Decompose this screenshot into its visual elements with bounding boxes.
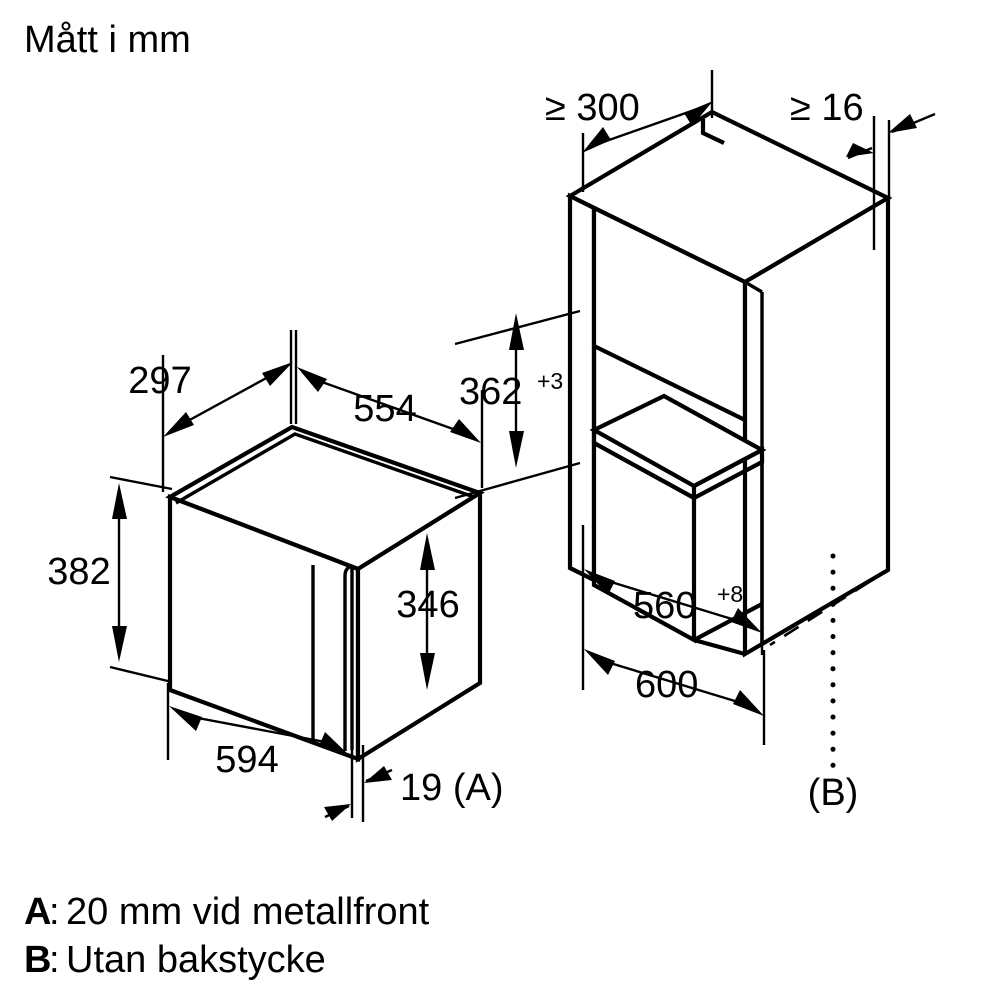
dim-594-label: 594 xyxy=(215,739,278,781)
legend-item-b-separator: : xyxy=(49,939,60,981)
dim-600: 600 xyxy=(581,596,766,745)
legend-item-b: B : Utan bakstycke xyxy=(24,939,326,981)
cabinet-lower-front xyxy=(594,443,694,640)
appliance-side-face xyxy=(358,493,480,759)
dim-554-arrowhead-left xyxy=(297,367,327,392)
legend-item-a: A : 20 mm vid metallfront xyxy=(24,891,430,933)
dim-382-arrowhead-bottom xyxy=(112,626,127,662)
dim-600-arrowhead-left xyxy=(584,649,615,675)
dim-297-arrowhead-left xyxy=(163,412,194,437)
ref-b-label: (B) xyxy=(808,772,859,814)
dim-560-line xyxy=(597,576,746,625)
cabinet-right-panel-outline xyxy=(742,194,891,658)
dim-382-ext-top xyxy=(109,475,173,491)
legend-item-a-separator: : xyxy=(49,891,60,933)
cabinet-drawing: ≥ 300 ≥ 16 362 +3 xyxy=(454,70,936,814)
dim-297-line xyxy=(174,368,282,430)
appliance-top-inner-edge xyxy=(175,432,475,505)
cabinet-top-panel-notch xyxy=(700,119,725,145)
dim-382-arrowhead-top xyxy=(112,483,127,519)
cabinet-top-panel-face xyxy=(570,112,888,282)
legend-item-b-text: Utan bakstycke xyxy=(66,939,326,981)
legend-item-b-key: B xyxy=(24,939,51,981)
cabinet-right-panel-top-edge xyxy=(744,280,763,294)
cabinet-bottom-diagonal xyxy=(693,602,763,642)
dim-594-arrowhead-left xyxy=(169,706,202,731)
appliance-door-corner-radius xyxy=(343,564,354,577)
cabinet-right-panel-face xyxy=(745,198,888,654)
dim-554-arrowhead-right xyxy=(450,419,481,443)
dim-362: 362 +3 xyxy=(454,309,581,500)
dim-382-ext-bottom xyxy=(109,665,173,684)
dim-560: 560 +8 xyxy=(581,525,764,655)
dim-554-line xyxy=(307,375,468,436)
dim-346: 346 xyxy=(396,533,460,690)
dim-594-line xyxy=(181,713,337,746)
dim-min16-arrowhead-right xyxy=(888,114,917,133)
cabinet-shelf-under-edge xyxy=(693,460,763,500)
dim-554: 554 xyxy=(294,330,484,488)
dim-297-arrowhead-right xyxy=(262,362,293,386)
dim-362-ext-bottom xyxy=(454,461,581,500)
dim-297-label: 297 xyxy=(128,360,191,402)
page-title: Mått i mm xyxy=(24,19,191,61)
dim-600-label: 600 xyxy=(635,664,698,706)
dim-560-tolerance: +8 xyxy=(717,581,743,607)
cabinet-shelf-top-face xyxy=(594,396,762,486)
dim-346-label: 346 xyxy=(396,584,459,626)
dim-min300-label: ≥ 300 xyxy=(545,87,640,129)
ref-b: (B) xyxy=(808,553,859,814)
dim-min300-arrowhead-left xyxy=(582,127,611,153)
dim-600-arrowhead-right xyxy=(733,690,764,716)
dim-min300-arrowhead-right xyxy=(684,101,713,126)
dim-min16-arrowhead-left xyxy=(846,143,874,157)
appliance-front-face xyxy=(170,497,358,759)
dim-560-arrowhead-right xyxy=(731,608,762,633)
legend-item-a-text: 20 mm vid metallfront xyxy=(66,891,430,933)
dim-594: 594 xyxy=(166,683,352,781)
dim-594-arrowhead-right xyxy=(319,732,352,758)
dim-19a: 19 (A) xyxy=(324,742,503,822)
dim-600-line xyxy=(596,657,749,707)
dim-19a-label: 19 (A) xyxy=(400,767,503,809)
appliance-side-outline xyxy=(355,489,483,763)
dim-362-tolerance: +3 xyxy=(537,368,563,394)
cabinet-bottom-right-edge xyxy=(693,637,746,657)
dim-346-arrowhead-bottom xyxy=(420,653,435,690)
dim-560-label: 560 xyxy=(633,585,696,627)
legend: A : 20 mm vid metallfront B : Utan bakst… xyxy=(24,891,430,981)
appliance-drawing: 297 554 382 346 xyxy=(47,330,503,822)
dim-382-label: 382 xyxy=(47,551,110,593)
cabinet-inner-back-upper xyxy=(594,208,745,420)
dim-346-arrowhead-top xyxy=(420,533,435,570)
dim-297: 297 xyxy=(128,330,293,492)
dim-362-arrowhead-top xyxy=(509,313,524,350)
dim-382: 382 xyxy=(47,475,173,684)
dim-362-arrowhead-bottom xyxy=(509,431,524,468)
dim-min300: ≥ 300 xyxy=(545,70,714,192)
dim-19a-arrowhead-left xyxy=(324,804,351,821)
dim-min16: ≥ 16 xyxy=(790,87,936,250)
dim-362-label: 362 xyxy=(459,371,522,413)
dim-560-arrowhead-left xyxy=(584,569,615,595)
dim-19a-arrowhead-right xyxy=(364,766,392,783)
legend-item-a-key: A xyxy=(24,891,51,933)
cabinet-left-panel-face xyxy=(570,196,594,580)
dim-554-label: 554 xyxy=(353,388,416,430)
dim-min16-label: ≥ 16 xyxy=(790,87,864,129)
